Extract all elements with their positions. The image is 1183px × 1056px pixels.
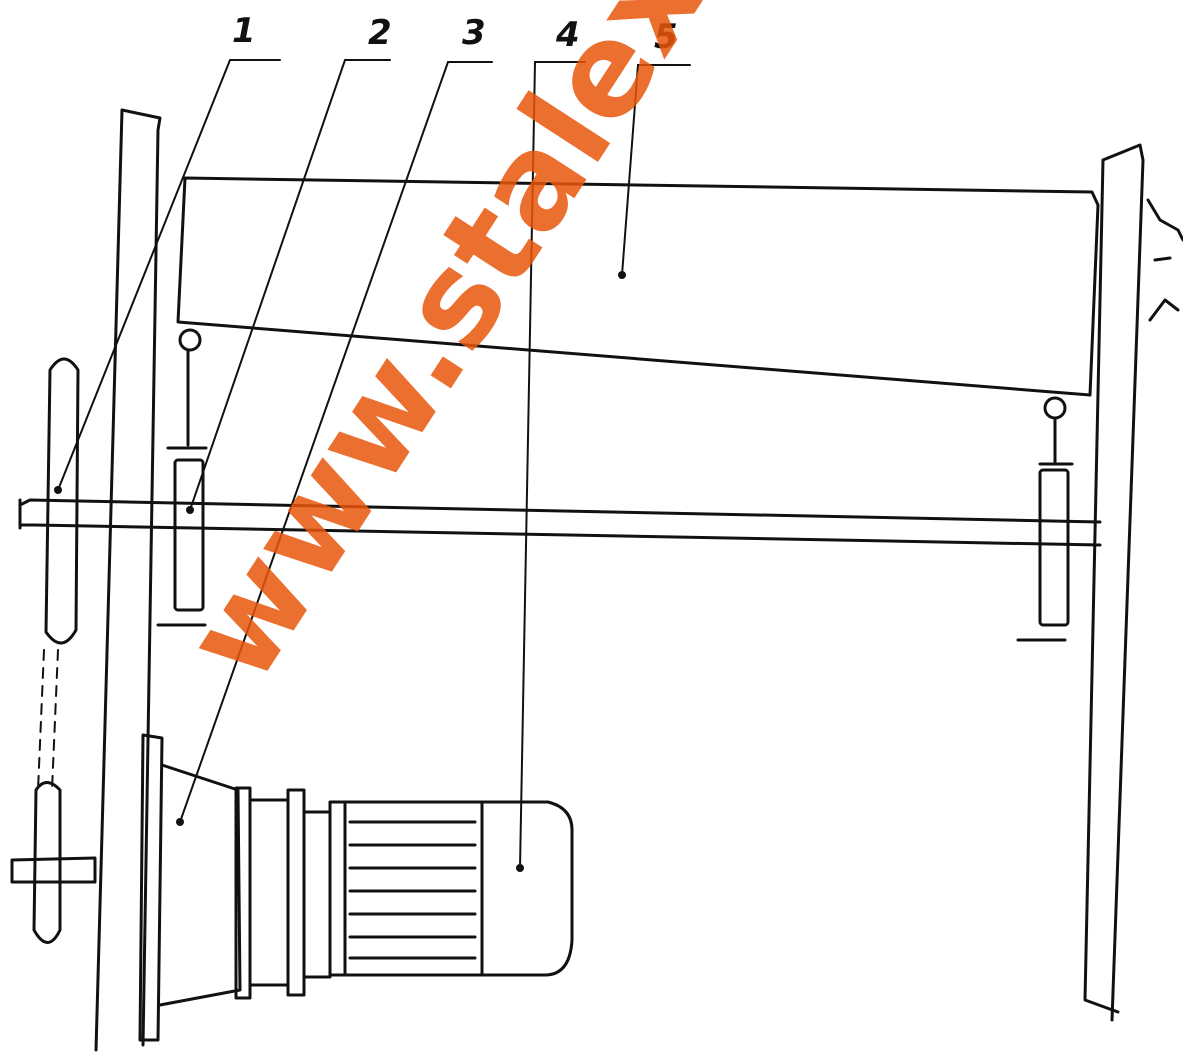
label-2: 2 (368, 13, 392, 53)
leader-dot-3 (176, 818, 184, 826)
hanger-right (1038, 396, 1074, 466)
support-block-left (156, 458, 207, 627)
support-block-right (1016, 468, 1070, 642)
box-5 (176, 176, 1100, 397)
leader-dot-1 (54, 486, 62, 494)
right-frame-post (1083, 143, 1145, 1022)
belt (37, 649, 59, 791)
watermark: www.stalex. (156, 0, 761, 707)
leader-dot-4 (516, 864, 524, 872)
motor-4 (328, 800, 574, 977)
leader-dot-5 (618, 271, 626, 279)
hanger-left (166, 328, 208, 450)
pulley-upper (44, 357, 80, 645)
left-frame-post (94, 108, 162, 1052)
motor-fins (348, 820, 477, 960)
label-5: 5 (654, 17, 678, 57)
leader-dot-2 (186, 506, 194, 514)
label-4: 4 (555, 15, 580, 55)
right-edge-bracket (1146, 198, 1183, 322)
gearbox-3 (138, 733, 332, 1042)
leader-lines (54, 59, 691, 872)
label-3: 3 (462, 13, 486, 53)
label-1: 1 (232, 11, 256, 51)
shaft (18, 498, 1102, 547)
pulley-lower (10, 781, 97, 944)
